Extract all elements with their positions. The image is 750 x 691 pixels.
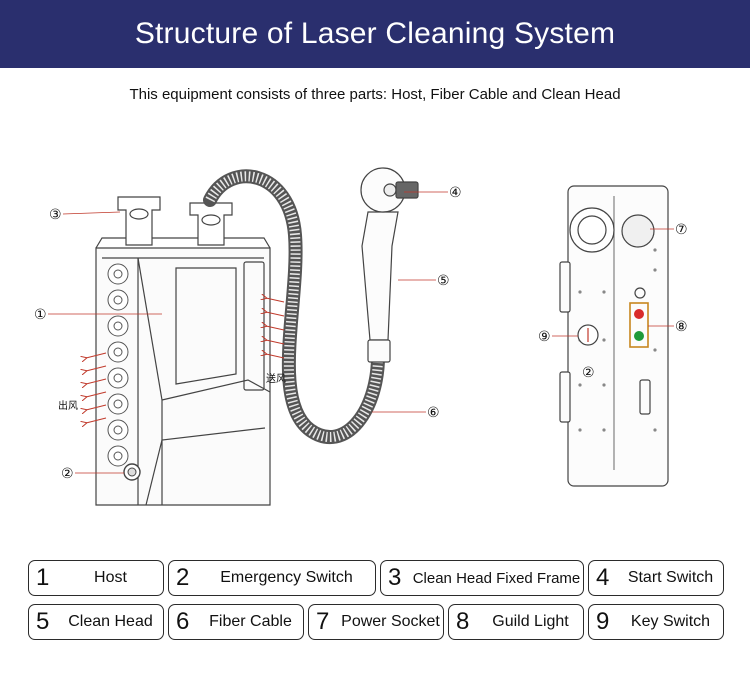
legend-item-fiber-cable: 6 Fiber Cable — [168, 604, 304, 640]
airflow-outlet-arrows — [86, 352, 107, 423]
legend-item-key-switch: 9 Key Switch — [588, 604, 724, 640]
callout-2: ② — [61, 466, 74, 482]
legend-num: 9 — [596, 608, 610, 635]
callout-7: ⑦ — [675, 222, 688, 238]
legend-item-emergency-switch: 2 Emergency Switch — [168, 560, 376, 596]
airflow-inlet-arrows — [266, 298, 285, 359]
airflow-inlet-label: 送风 — [266, 372, 286, 385]
legend-num: 3 — [388, 564, 402, 591]
legend-num: 2 — [176, 564, 190, 591]
page-title: Structure of Laser Cleaning System — [134, 17, 616, 50]
legend-label: Clean Head Fixed Frame — [412, 569, 581, 587]
airflow-outlet-label: 出风 — [58, 399, 78, 412]
legend-num: 5 — [36, 608, 50, 635]
host-unit — [95, 237, 271, 506]
legend-label: Emergency Switch — [220, 569, 353, 586]
host-side-view — [559, 185, 669, 487]
legend-num: 7 — [316, 608, 330, 635]
subtitle: This equipment consists of three parts: … — [129, 86, 621, 103]
callout-6: ⑥ — [427, 405, 440, 421]
callout-5: ⑤ — [437, 273, 450, 289]
callout-leaders — [48, 191, 674, 474]
clean-head — [360, 167, 419, 363]
legend-num: 1 — [36, 564, 50, 591]
legend-label: Host — [94, 569, 127, 586]
legend-label: Start Switch — [627, 569, 714, 586]
host-fan-column — [107, 263, 129, 467]
legend-num: 4 — [596, 564, 610, 591]
guild-light — [629, 302, 649, 348]
power-socket — [569, 207, 655, 253]
callout-3: ③ — [49, 207, 62, 223]
legend-label: Guild Light — [492, 613, 569, 630]
legend-num: 8 — [456, 608, 470, 635]
emergency-switch — [123, 463, 141, 481]
legend-num: 6 — [176, 608, 190, 635]
key-switch — [577, 324, 599, 346]
legend-item-power-socket: 7 Power Socket — [308, 604, 444, 640]
legend-item-guild-light: 8 Guild Light — [448, 604, 584, 640]
clean-head-fixed-frame — [117, 196, 233, 246]
title-banner: Structure of Laser Cleaning System — [0, 0, 750, 68]
callout-2-side: ② — [582, 365, 595, 381]
legend-item-host: 1 Host — [28, 560, 164, 596]
callout-9: ⑨ — [538, 329, 551, 345]
callout-8: ⑧ — [675, 319, 688, 335]
legend-item-clean-head: 5 Clean Head — [28, 604, 164, 640]
legend-label: Key Switch — [630, 613, 711, 630]
legend-label: Power Socket — [341, 613, 440, 630]
legend-item-start-switch: 4 Start Switch — [588, 560, 724, 596]
callout-4: ④ — [449, 185, 462, 201]
legend-label: Fiber Cable — [209, 613, 292, 630]
side-view-screws — [578, 248, 657, 432]
legend-label: Clean Head — [68, 613, 153, 630]
legend-item-clean-head-fixed-frame: 3 Clean Head Fixed Frame — [380, 560, 584, 596]
callout-1: ① — [34, 307, 47, 323]
